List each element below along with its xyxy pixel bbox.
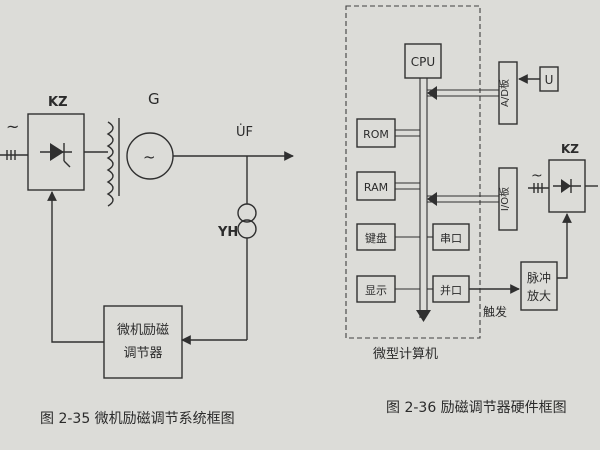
right-cpu-label: CPU [411,55,435,69]
left-ac-mark: ~ [6,117,19,136]
left-g-label: G [148,90,160,108]
right-caption: 图 2-36 励磁调节器硬件框图 [386,400,567,416]
left-thyristor-icon [40,143,72,168]
right-kz-label: KZ [561,142,579,156]
left-control-arrow [47,191,104,343]
right-rom-label: ROM [363,128,389,141]
left-yh-label: YH [217,225,238,240]
right-pulse-line2: 放大 [527,288,551,303]
right-ram-label: RAM [364,181,388,194]
right-three-phase-mark [533,183,543,193]
left-kz-label: KZ [48,95,68,110]
right-cpu-box [404,43,442,79]
right-pulse-line1: 脉冲 [527,270,551,285]
left-yh-transformer-icon [237,203,257,239]
right-figure: 微型计算机 CPU ROM RAM 键盘 串口 [345,5,598,416]
right-rom-box [356,118,396,148]
right-thyristor-icon [553,179,581,193]
right-pulse-to-kz-arrow [557,213,572,279]
left-generator-ac-mark: ~ [143,148,156,166]
right-trigger-label: 触发 [483,304,507,319]
left-regulator-line2: 调节器 [123,346,162,361]
left-uf-label: U̇F [236,125,253,140]
right-keyboard-label: 键盘 [365,231,387,245]
right-ac-mark: ~ [531,168,543,184]
right-ram-box [356,171,396,201]
left-caption: 图 2-35 微机励磁调节系统框图 [40,411,235,427]
right-io-bus-link [427,192,499,206]
right-ad-bus-link [427,86,499,100]
right-rom-bus-link [395,129,420,137]
right-system-bus [416,78,431,322]
right-io-label: I/O板 [498,187,511,211]
right-ram-bus-link [395,182,420,190]
left-figure: ~ KZ G ~ U̇F YH [0,90,294,427]
right-parallel-label: 并口 [440,283,462,297]
right-u-label: U [545,73,554,87]
right-ad-box [498,61,518,125]
left-regulator-box [103,305,183,379]
right-io-box [498,167,518,231]
right-computer-label: 微型计算机 [373,347,438,362]
right-ad-label: A/D板 [498,79,511,107]
left-field-winding-icon [106,121,114,207]
right-display-label: 显示 [365,284,387,297]
right-computer-boundary [345,5,481,339]
left-regulator-line1: 微机励磁 [117,323,169,338]
right-pulse-amp-box [520,261,558,311]
right-serial-label: 串口 [440,232,462,245]
